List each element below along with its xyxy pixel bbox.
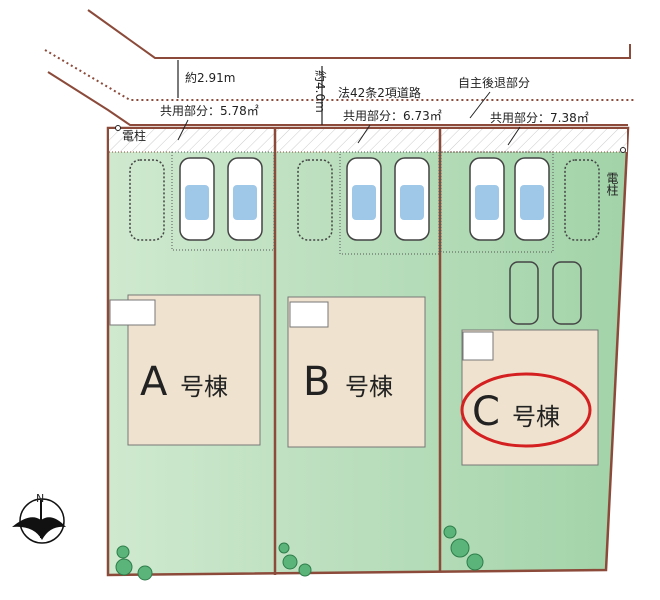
compass-icon: N: [12, 492, 66, 544]
shared-area-a: 共用部分：5.78㎡: [160, 103, 259, 118]
pole-icon: [620, 147, 626, 153]
car-icon: [179, 157, 215, 241]
lot-b-letter: B: [303, 359, 330, 405]
road-type-label: 法42条2項道路: [338, 85, 421, 100]
pole-label-left: 電柱: [122, 128, 146, 143]
car-icon: [514, 157, 550, 241]
car-icon: [129, 159, 165, 241]
lot-c-letter: C: [472, 389, 500, 435]
lot-c-suffix: 号棟: [512, 403, 560, 431]
road-width-label: 約2.91m: [185, 70, 235, 85]
car-icon: [394, 157, 430, 241]
lot-b-suffix: 号棟: [345, 373, 393, 401]
shared-area-b: 共用部分：6.73㎡: [343, 108, 442, 123]
shared-area-c: 共用部分：7.38㎡: [490, 110, 589, 125]
house-c[interactable]: [460, 329, 599, 466]
pole-icon: [115, 125, 121, 131]
car-icon: [346, 157, 382, 241]
highlight-circle: [460, 372, 592, 448]
road: [44, 9, 635, 126]
lot-a-suffix: 号棟: [180, 373, 228, 401]
road-width-label-2: 約4.0m: [313, 70, 328, 113]
bike-icon: [552, 261, 582, 325]
dimension-arrows: [177, 60, 323, 125]
bike-icon: [509, 261, 539, 325]
car-icon: [297, 159, 333, 241]
pole-label-right: 電柱: [605, 172, 619, 197]
car-icon: [227, 157, 263, 241]
parking-cars: [129, 157, 600, 325]
tree-icons: [115, 525, 484, 581]
lot-a-letter: A: [140, 359, 168, 405]
house-b[interactable]: [287, 296, 426, 448]
car-icon: [469, 157, 505, 241]
car-icon: [564, 159, 600, 241]
setback-label: 自主後退部分: [458, 75, 530, 90]
compass-north-label: N: [36, 492, 44, 505]
house-a[interactable]: [109, 294, 261, 446]
